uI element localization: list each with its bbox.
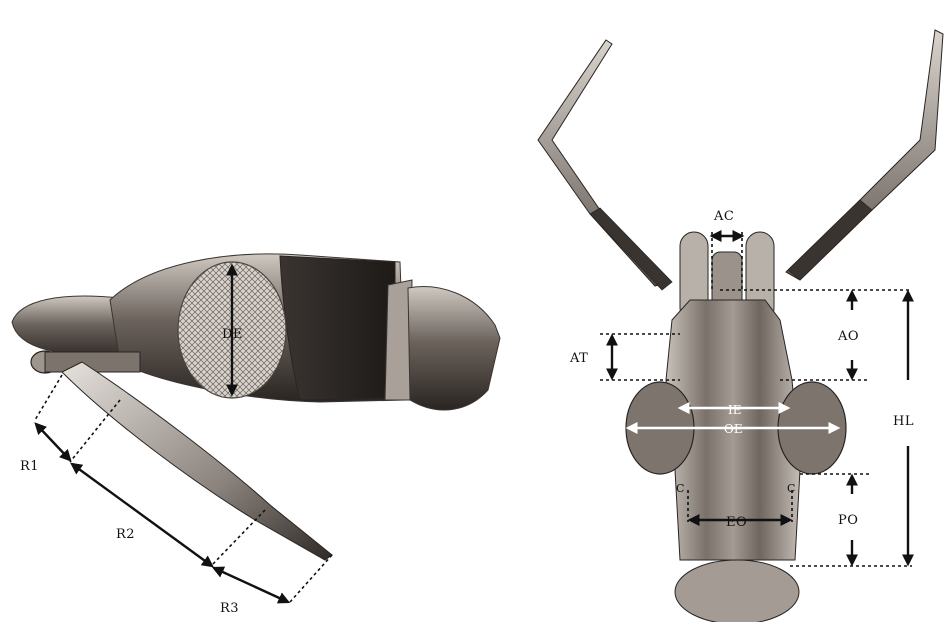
r-guide-4 xyxy=(290,555,332,602)
c-left-label: C xyxy=(676,482,685,495)
ie-label: IE xyxy=(728,403,742,417)
eo-label: EO xyxy=(726,515,747,530)
r1-arrow xyxy=(36,424,70,460)
right-antenna-segment xyxy=(788,200,872,280)
r3-arrow xyxy=(214,568,288,602)
ao-label: AO xyxy=(837,329,859,344)
dorsal-collar xyxy=(675,560,799,622)
r1-label: R1 xyxy=(20,459,39,474)
r3-label: R3 xyxy=(220,601,239,616)
head-dark-region xyxy=(280,256,395,400)
pronotum xyxy=(408,287,500,410)
hl-label: HL xyxy=(893,414,914,429)
lateral-head-view: DE R1 R2 R3 xyxy=(12,254,500,616)
dorsal-head-view: AC AO AT HL IE OE PO EO C C xyxy=(538,30,943,622)
de-label: DE xyxy=(222,327,243,342)
right-antenna xyxy=(786,30,943,280)
r2-label: R2 xyxy=(116,527,135,542)
c-right-label: C xyxy=(787,482,796,495)
at-label: AT xyxy=(569,351,588,366)
po-label: PO xyxy=(838,513,858,528)
r-guide-1 xyxy=(35,375,62,420)
r2-arrow xyxy=(72,464,212,566)
left-antenna-segment xyxy=(590,208,672,290)
ac-label: AC xyxy=(713,209,734,224)
left-antenna xyxy=(538,40,668,286)
oe-label: OE xyxy=(724,422,743,436)
